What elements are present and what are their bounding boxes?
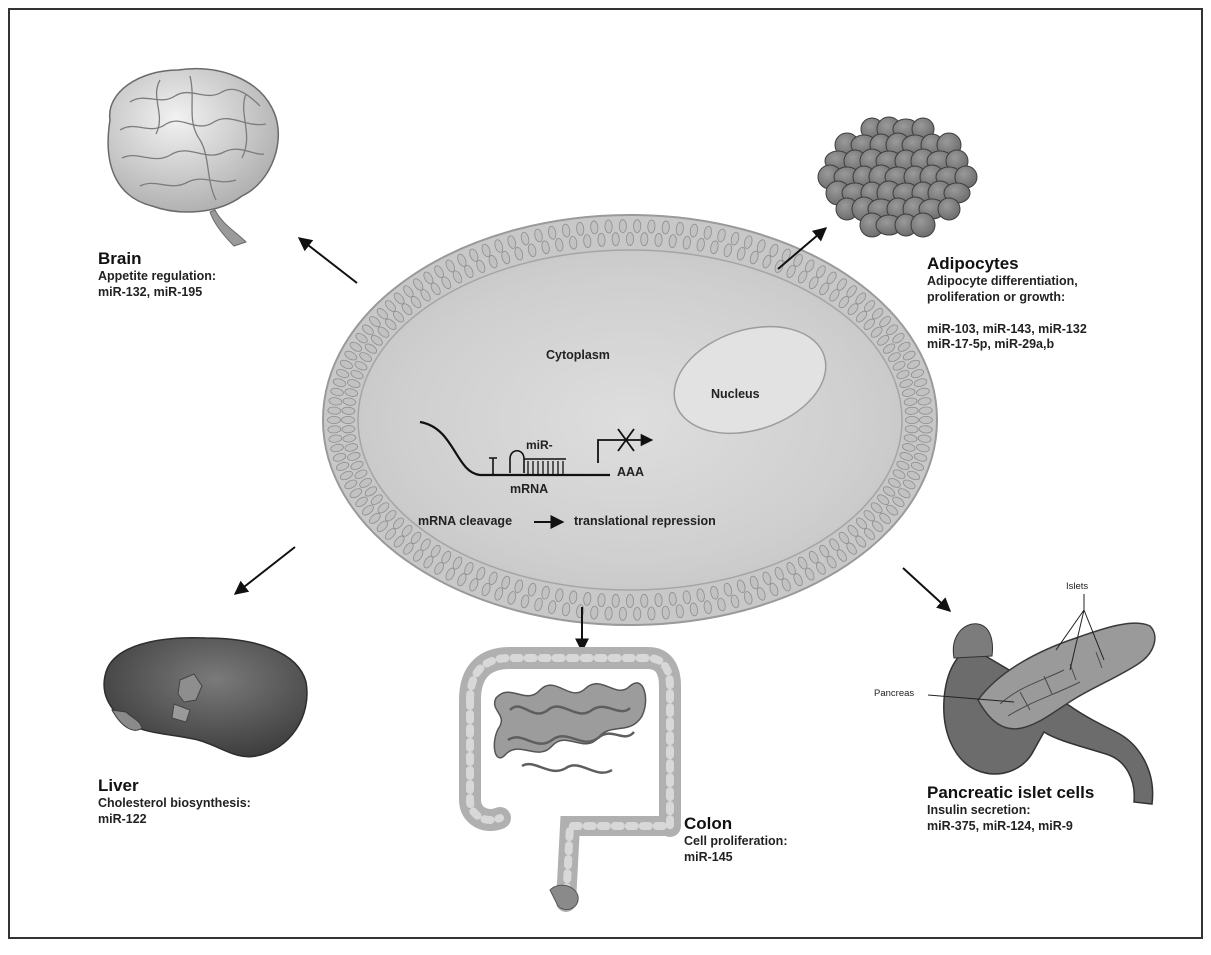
lipid-bead <box>605 220 613 233</box>
adipocytes-icon <box>818 117 977 237</box>
nucleus-label: Nucleus <box>711 387 760 401</box>
pancreas-label: Pancreatic islet cells Insulin secretion… <box>927 782 1094 835</box>
liver-icon <box>104 638 307 757</box>
lipid-bead <box>328 416 341 423</box>
colon-label: Colon Cell proliferation: miR-145 <box>684 813 787 866</box>
adipocytes-function-1: Adipocyte differentiation, <box>927 274 1087 290</box>
lipid-bead <box>647 607 655 620</box>
colon-title: Colon <box>684 813 787 834</box>
lipid-bead <box>633 607 640 620</box>
liver-mirnas: miR-122 <box>98 812 251 828</box>
cleavage-label: mRNA cleavage <box>418 514 512 528</box>
colon-function: Cell proliferation: <box>684 834 787 850</box>
colon-mirnas: miR-145 <box>684 850 787 866</box>
arrow-to-pancreas <box>903 568 950 611</box>
lipid-bead <box>619 607 626 620</box>
brain-mirnas: miR-132, miR-195 <box>98 285 216 301</box>
brain-label: Brain Appetite regulation: miR-132, miR-… <box>98 248 216 301</box>
lipid-bead <box>605 607 613 620</box>
cell-diagram <box>323 215 937 625</box>
pancreas-part-label: Pancreas <box>874 688 914 699</box>
fat-cell <box>911 213 935 237</box>
liver-label: Liver Cholesterol biosynthesis: miR-122 <box>98 775 251 828</box>
islets-label: Islets <box>1066 581 1088 592</box>
lipid-bead <box>612 594 620 607</box>
mirna-label: miR- <box>526 438 553 452</box>
lipid-bead <box>906 416 919 423</box>
lipid-bead <box>626 233 633 246</box>
fat-cell <box>938 198 960 220</box>
repression-label: translational repression <box>574 514 716 528</box>
adipocytes-function-2: proliferation or growth: <box>927 290 1087 306</box>
lipid-bead <box>640 594 648 607</box>
polya-tail-label: AAA <box>617 465 644 479</box>
pancreas-mirnas: miR-375, miR-124, miR-9 <box>927 819 1094 835</box>
lipid-bead <box>647 220 655 233</box>
adipocytes-spacer <box>927 306 1087 322</box>
lipid-bead <box>626 595 633 608</box>
lipid-bead <box>640 233 648 246</box>
lipid-bead <box>342 416 355 423</box>
cytoplasm-label: Cytoplasm <box>546 348 610 362</box>
lipid-bead <box>612 233 620 246</box>
lipid-bead <box>633 220 640 233</box>
pancreas-title: Pancreatic islet cells <box>927 782 1094 803</box>
lipid-bead <box>920 416 933 423</box>
cytoplasm-area <box>358 250 902 590</box>
arrow-to-liver <box>235 547 295 594</box>
lipid-bead <box>619 220 626 233</box>
adipocytes-label: Adipocytes Adipocyte differentiation, pr… <box>927 253 1087 353</box>
brain-icon <box>108 69 278 246</box>
brain-function: Appetite regulation: <box>98 269 216 285</box>
mrna-label: mRNA <box>510 482 548 496</box>
figure-panel: Brain Appetite regulation: miR-132, miR-… <box>8 8 1203 939</box>
brain-title: Brain <box>98 248 216 269</box>
arrow-to-brain <box>299 238 357 283</box>
liver-title: Liver <box>98 775 251 796</box>
liver-function: Cholesterol biosynthesis: <box>98 796 251 812</box>
adipocytes-mirnas-2: miR-17-5p, miR-29a,b <box>927 337 1087 353</box>
adipocytes-mirnas-1: miR-103, miR-143, miR-132 <box>927 322 1087 338</box>
colon-icon <box>470 658 670 910</box>
pancreas-function: Insulin secretion: <box>927 803 1094 819</box>
pancreas-icon <box>928 594 1155 804</box>
adipocytes-title: Adipocytes <box>927 253 1087 274</box>
